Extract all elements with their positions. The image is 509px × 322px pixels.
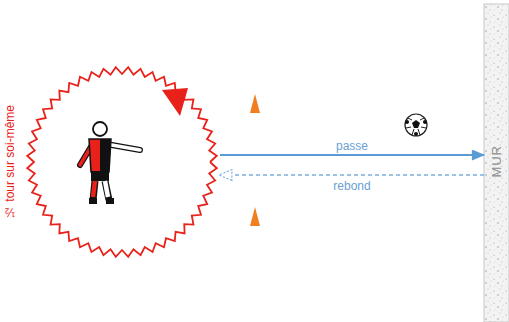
ball: [405, 114, 427, 136]
text-holder: ½ tour sur soi-même: [2, 64, 18, 260]
cone: [250, 94, 260, 113]
zigzag-outline: [27, 67, 217, 257]
player-figure: [80, 122, 140, 204]
pass-arrow: [220, 154, 484, 156]
wall-texture: [484, 4, 509, 322]
edge-label: passe: [336, 139, 368, 153]
cone: [250, 207, 260, 226]
rotation-zone: ½ tour sur soi-même: [24, 64, 220, 260]
wall-label: MUR: [489, 145, 504, 178]
rotation-label: ½ tour sur soi-même: [3, 105, 17, 219]
rebound-arrow: [220, 174, 484, 175]
zigzag-circle: [24, 64, 220, 260]
text-holder: MUR: [484, 0, 509, 322]
wall: MUR: [484, 0, 509, 322]
edge-label: rebond: [333, 179, 370, 193]
